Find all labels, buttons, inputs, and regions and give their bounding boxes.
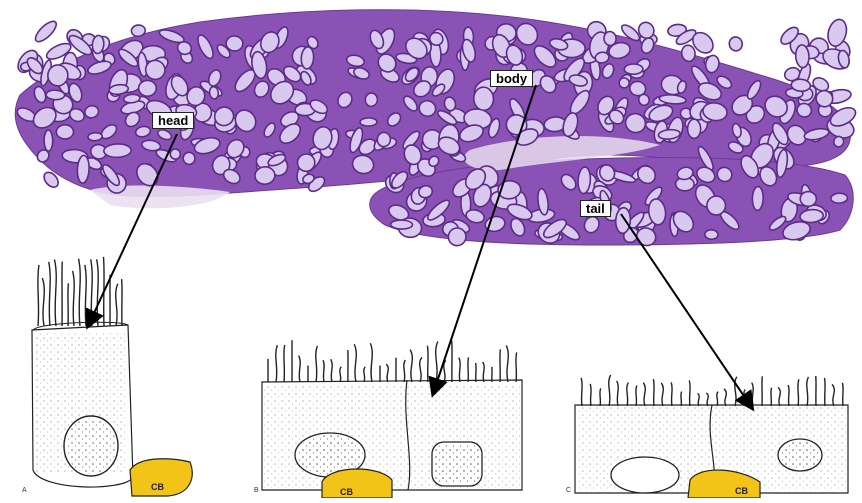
stereocilium (323, 360, 324, 382)
tubule-lumen (791, 79, 811, 92)
tubule-lumen (800, 192, 816, 207)
stereocilium (653, 379, 654, 406)
stereocilium (643, 383, 645, 406)
tubule-lumen (705, 229, 719, 239)
stereocilium (506, 345, 508, 382)
stereocilium (38, 265, 39, 326)
tubule-lumen (473, 86, 494, 111)
stereocilium (85, 265, 86, 326)
tubule-lumen (88, 132, 103, 141)
tubule-lumen (46, 90, 65, 100)
panel-b-drawing (262, 340, 522, 498)
stereocilium (681, 392, 682, 406)
panel-letter-a: A (22, 487, 27, 494)
stereocilium (661, 383, 663, 406)
label-body: body (490, 70, 533, 87)
tubule-lumen (831, 193, 848, 204)
stereocilium (609, 375, 611, 406)
stereocilium (798, 379, 799, 406)
tubule-lumen (365, 93, 378, 107)
stereocilium (698, 393, 700, 406)
stereocilia-b (268, 340, 517, 382)
tubule-lumen (615, 207, 631, 233)
stereocilium (420, 357, 422, 382)
stereocilium (436, 341, 438, 382)
stereocilium (778, 387, 780, 406)
stereocilium (97, 259, 99, 326)
stereocilium (771, 388, 772, 406)
stereocilium (468, 357, 469, 382)
stereocilium (516, 353, 517, 382)
stereocilium (752, 383, 753, 406)
label-head: head (152, 112, 194, 129)
tubule-lumen (47, 64, 69, 87)
cb-label-c: CB (735, 486, 748, 496)
cb-label-a: CB (151, 482, 164, 492)
stereocilium (590, 384, 591, 406)
stereocilium (340, 367, 341, 382)
stereocilia-c (581, 375, 843, 406)
tubule-lumen (795, 45, 810, 68)
stereocilium (49, 262, 50, 326)
tubule-lumen (226, 36, 244, 52)
stereocilium (354, 344, 356, 382)
stereocilium (842, 383, 843, 406)
panel-a-drawing (32, 257, 192, 496)
stereocilium (717, 392, 718, 406)
stereocilium (299, 356, 301, 382)
stereocilium (116, 284, 118, 326)
stereocilium (316, 346, 318, 382)
panel-letter-c: C (566, 487, 571, 494)
stereocilium (671, 382, 672, 406)
stereocilium (459, 358, 460, 382)
stereocilium (617, 381, 618, 406)
tubule-lumen (706, 196, 725, 216)
stereocilium (42, 278, 44, 326)
stereocilia-a (38, 257, 122, 326)
stereocilium (483, 362, 485, 382)
tubule-lumen (624, 64, 643, 74)
tubule-lumen (391, 220, 413, 229)
tubule-lumen (77, 155, 90, 183)
stereocilium (410, 350, 412, 382)
stereocilium (331, 359, 333, 382)
tubule-lumen (752, 186, 763, 210)
stereocilium (404, 360, 406, 382)
tubule-lumen (688, 119, 701, 138)
panel-c-drawing (575, 375, 848, 498)
stereocilium (824, 378, 825, 406)
stereocilium (276, 345, 278, 382)
stereocilium (370, 343, 372, 382)
stereocilium (627, 383, 628, 406)
stereocilium (79, 259, 81, 326)
stereocilium (788, 385, 789, 406)
stereocilium (581, 378, 582, 406)
cb-label-b: CB (340, 487, 353, 497)
stereocilium (54, 259, 56, 326)
tubule-lumen (104, 144, 132, 158)
stereocilium (386, 364, 388, 382)
tubule-lumen (32, 18, 59, 45)
stereocilium (807, 377, 809, 406)
tubule-lumen (360, 118, 377, 127)
tubule-lumen (56, 125, 73, 139)
stereocilium (600, 388, 601, 406)
tubule-lumen (254, 166, 275, 185)
tubule-lumen (44, 130, 53, 151)
stereocilium (706, 393, 708, 406)
panel-letter-b: B (254, 487, 259, 494)
stereocilium (636, 385, 637, 406)
stereocilium (689, 380, 690, 406)
stereocilium (284, 345, 285, 382)
label-tail: tail (580, 200, 611, 217)
stereocilium (427, 346, 428, 382)
tubule-lumen (139, 80, 157, 96)
stereocilium (364, 367, 365, 382)
stereocilium (724, 389, 726, 406)
tubule-lumen (728, 36, 743, 52)
stereocilium (832, 384, 834, 406)
stereocilium (73, 271, 75, 326)
